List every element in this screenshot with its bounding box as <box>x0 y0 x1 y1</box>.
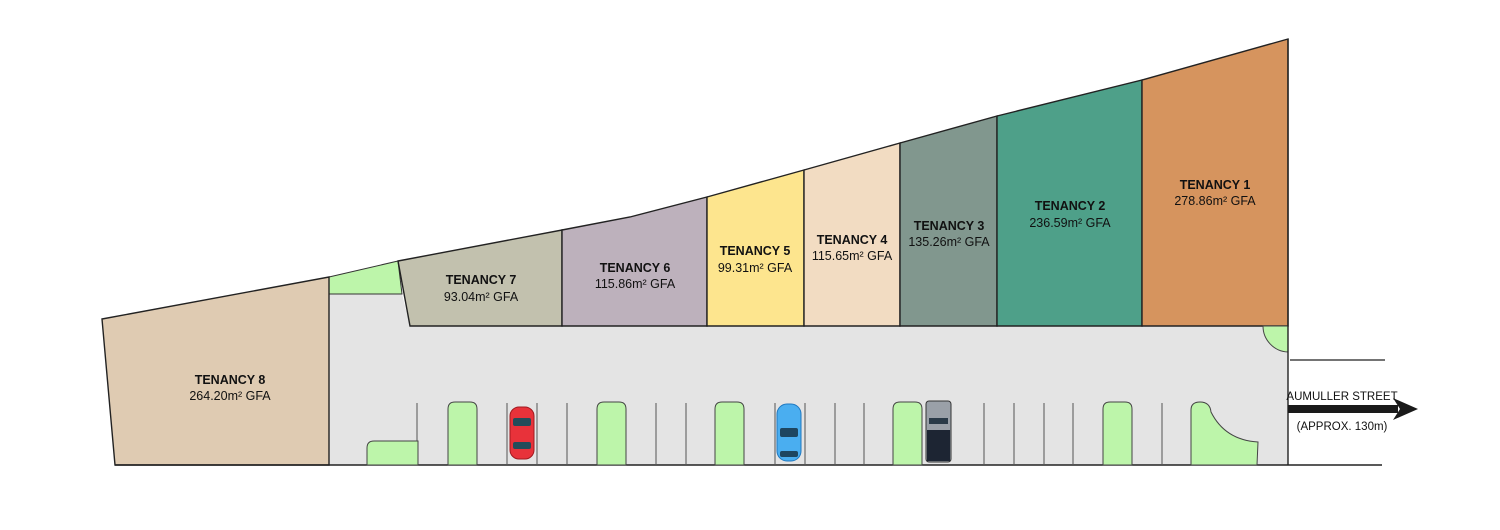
car-red <box>509 406 535 460</box>
tenancy-5-area: 99.31m² GFA <box>718 261 793 275</box>
tenancy-1-area: 278.86m² GFA <box>1174 194 1256 208</box>
tenancy-6-name: TENANCY 6 <box>600 261 671 275</box>
tenancy-4-name: TENANCY 4 <box>817 233 888 247</box>
parking-bays <box>416 403 1163 465</box>
landscape-island <box>596 401 627 466</box>
tenancy-4-area: 115.65m² GFA <box>812 249 893 263</box>
landscape-island <box>447 401 478 466</box>
tenancy-7-name: TENANCY 7 <box>446 273 517 287</box>
landscape-island <box>366 440 419 466</box>
landscape-island <box>892 401 923 466</box>
tenancy-2-name: TENANCY 2 <box>1035 199 1106 213</box>
landscape-island <box>1102 401 1133 466</box>
tenancy-8-name: TENANCY 8 <box>195 373 266 387</box>
tenancy-7-area: 93.04m² GFA <box>444 290 519 304</box>
tenancy-8[interactable] <box>101 276 330 466</box>
street-distance: (APPROX. 130m) <box>1297 421 1388 433</box>
tenancy-3-name: TENANCY 3 <box>914 219 985 233</box>
tenancy-5-name: TENANCY 5 <box>720 244 791 258</box>
tenancy-2-area: 236.59m² GFA <box>1029 216 1111 230</box>
street-name: AUMULLER STREET <box>1286 391 1397 403</box>
tenancy-6-area: 115.86m² GFA <box>595 277 676 291</box>
landscape-island-curved <box>1190 401 1259 466</box>
tenancy-8-area: 264.20m² GFA <box>189 389 271 403</box>
tenancy-1-name: TENANCY 1 <box>1180 178 1251 192</box>
tenancy-3-area: 135.26m² GFA <box>908 235 990 249</box>
carpark-area <box>329 294 1288 465</box>
pickup-truck <box>925 400 952 463</box>
landscape-strip <box>328 260 403 295</box>
arrow-right-icon <box>1288 398 1418 420</box>
landscape-island <box>714 401 745 466</box>
car-blue <box>776 403 802 462</box>
